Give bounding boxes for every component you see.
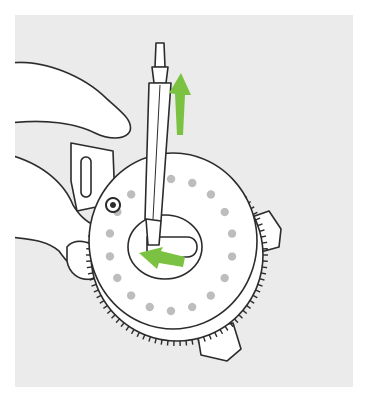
illustration-panel [15, 15, 353, 387]
knurl-tooth [143, 335, 145, 340]
dial-hole [207, 190, 215, 198]
knurl-tooth [256, 290, 261, 292]
adjustment-dial [86, 153, 268, 346]
screwdriver-tip-thread [155, 43, 165, 67]
knurl-tooth [155, 338, 156, 343]
knurl-tooth [94, 290, 99, 292]
dial-hole [127, 190, 135, 198]
knurl-tooth [235, 319, 238, 323]
bracket-left-slot [81, 157, 91, 197]
dial-hole [228, 229, 236, 237]
dial-hole [106, 252, 114, 260]
knurl-tooth [137, 332, 139, 336]
dial-hole [220, 274, 228, 282]
knurl-tooth [91, 284, 96, 286]
knurl-tooth [253, 295, 257, 297]
screwdriver-neck [152, 67, 168, 83]
dial-hole [188, 303, 196, 311]
knurl-tooth [247, 306, 251, 309]
knurl-tooth [262, 242, 267, 243]
index-finger [15, 62, 131, 138]
arrow-up-icon [169, 73, 191, 135]
knurl-tooth [161, 340, 162, 345]
knurl-tooth [112, 315, 116, 318]
dial-hole [221, 208, 229, 216]
dial-hole [146, 303, 154, 311]
dial-hole [106, 229, 114, 237]
instruction-illustration [15, 15, 353, 387]
knurl-tooth [261, 273, 266, 274]
knurl-tooth [107, 310, 111, 313]
dial-hole [207, 291, 215, 299]
knurl-tooth [192, 340, 193, 345]
knurl-tooth [262, 267, 267, 268]
dial-screw-center [110, 202, 116, 208]
knurl-tooth [97, 295, 101, 297]
dial-hole [167, 307, 175, 315]
knurl-tooth [243, 310, 247, 313]
dial-hole [228, 252, 236, 260]
knurl-tooth [103, 306, 107, 309]
dial-hole [188, 179, 196, 187]
knurl-tooth [121, 323, 124, 327]
knurl-tooth [260, 279, 265, 280]
knurl-tooth [186, 341, 187, 346]
knurl-tooth [167, 341, 168, 346]
knurl-tooth [116, 319, 119, 323]
knurl-tooth [239, 315, 243, 318]
knurl-tooth [100, 301, 104, 304]
screwdriver-hex-bit [146, 219, 161, 245]
knurl-tooth [126, 326, 129, 330]
knurl-tooth [250, 301, 254, 304]
knurl-tooth [258, 284, 263, 286]
dial-hole [127, 291, 135, 299]
knurl-tooth [132, 329, 135, 333]
knurl-tooth [87, 267, 92, 268]
dial-hole [167, 175, 175, 183]
dial-hole [113, 274, 121, 282]
knurl-tooth [149, 337, 151, 342]
